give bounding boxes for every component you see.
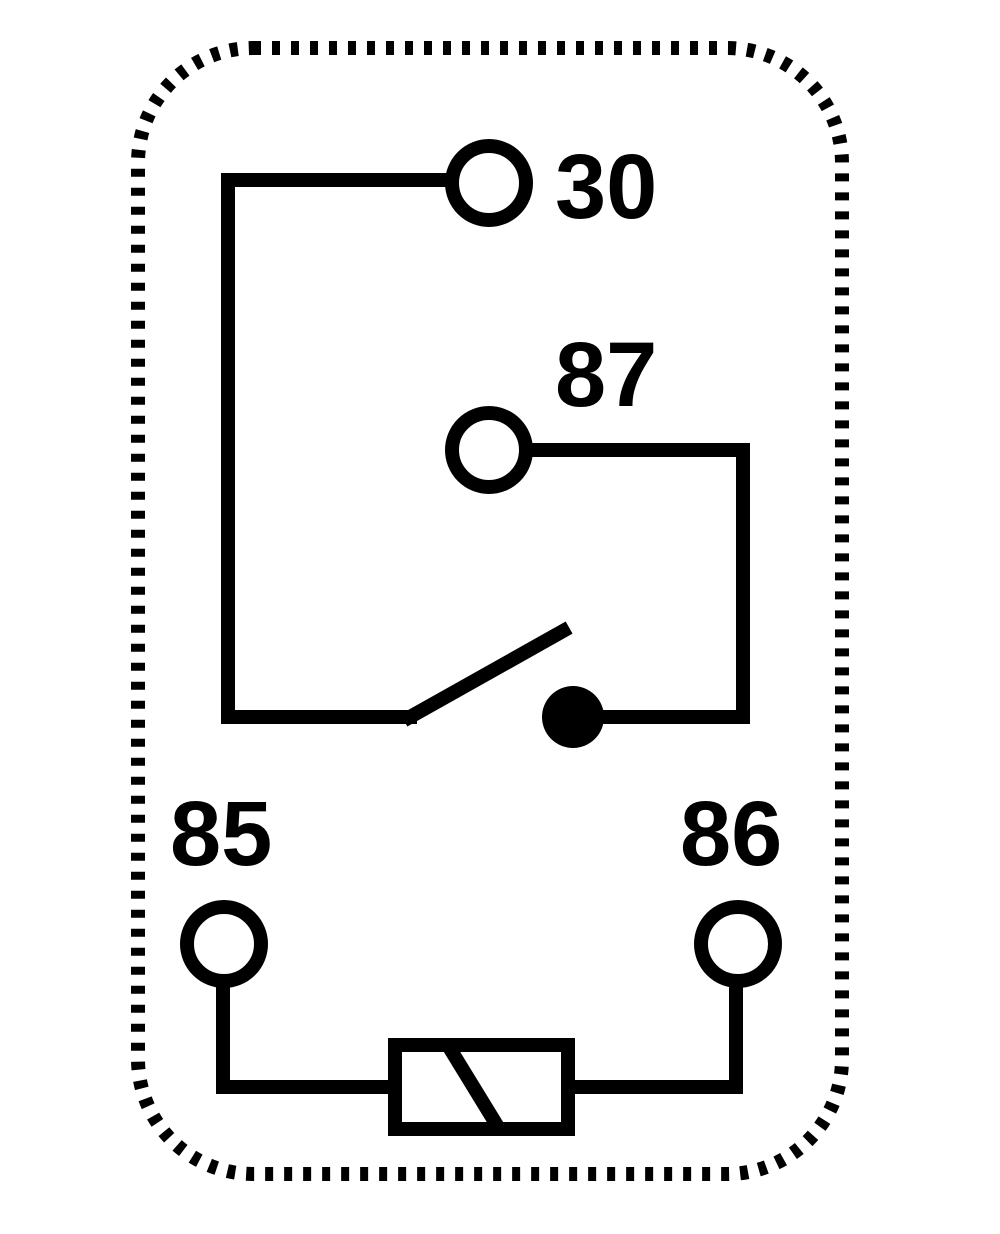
fixed-contact-dot	[542, 686, 604, 748]
terminal-86	[694, 900, 782, 988]
wire-contact-to-87	[518, 443, 750, 724]
pin-label-85: 85	[170, 783, 272, 885]
terminal-30	[445, 139, 533, 227]
terminal-85	[180, 900, 268, 988]
relay-housing-outline	[131, 41, 849, 1181]
terminal-87	[445, 406, 533, 494]
coil-diagonal	[443, 1043, 504, 1131]
pin-label-86: 86	[680, 783, 782, 885]
switch-arm	[400, 621, 573, 727]
wire-85-to-coil	[216, 974, 400, 1094]
pin-label-87: 87	[555, 324, 657, 426]
wire-coil-to-86	[561, 974, 743, 1094]
wire-30-to-switch	[221, 173, 459, 724]
pin-label-30: 30	[555, 136, 657, 238]
